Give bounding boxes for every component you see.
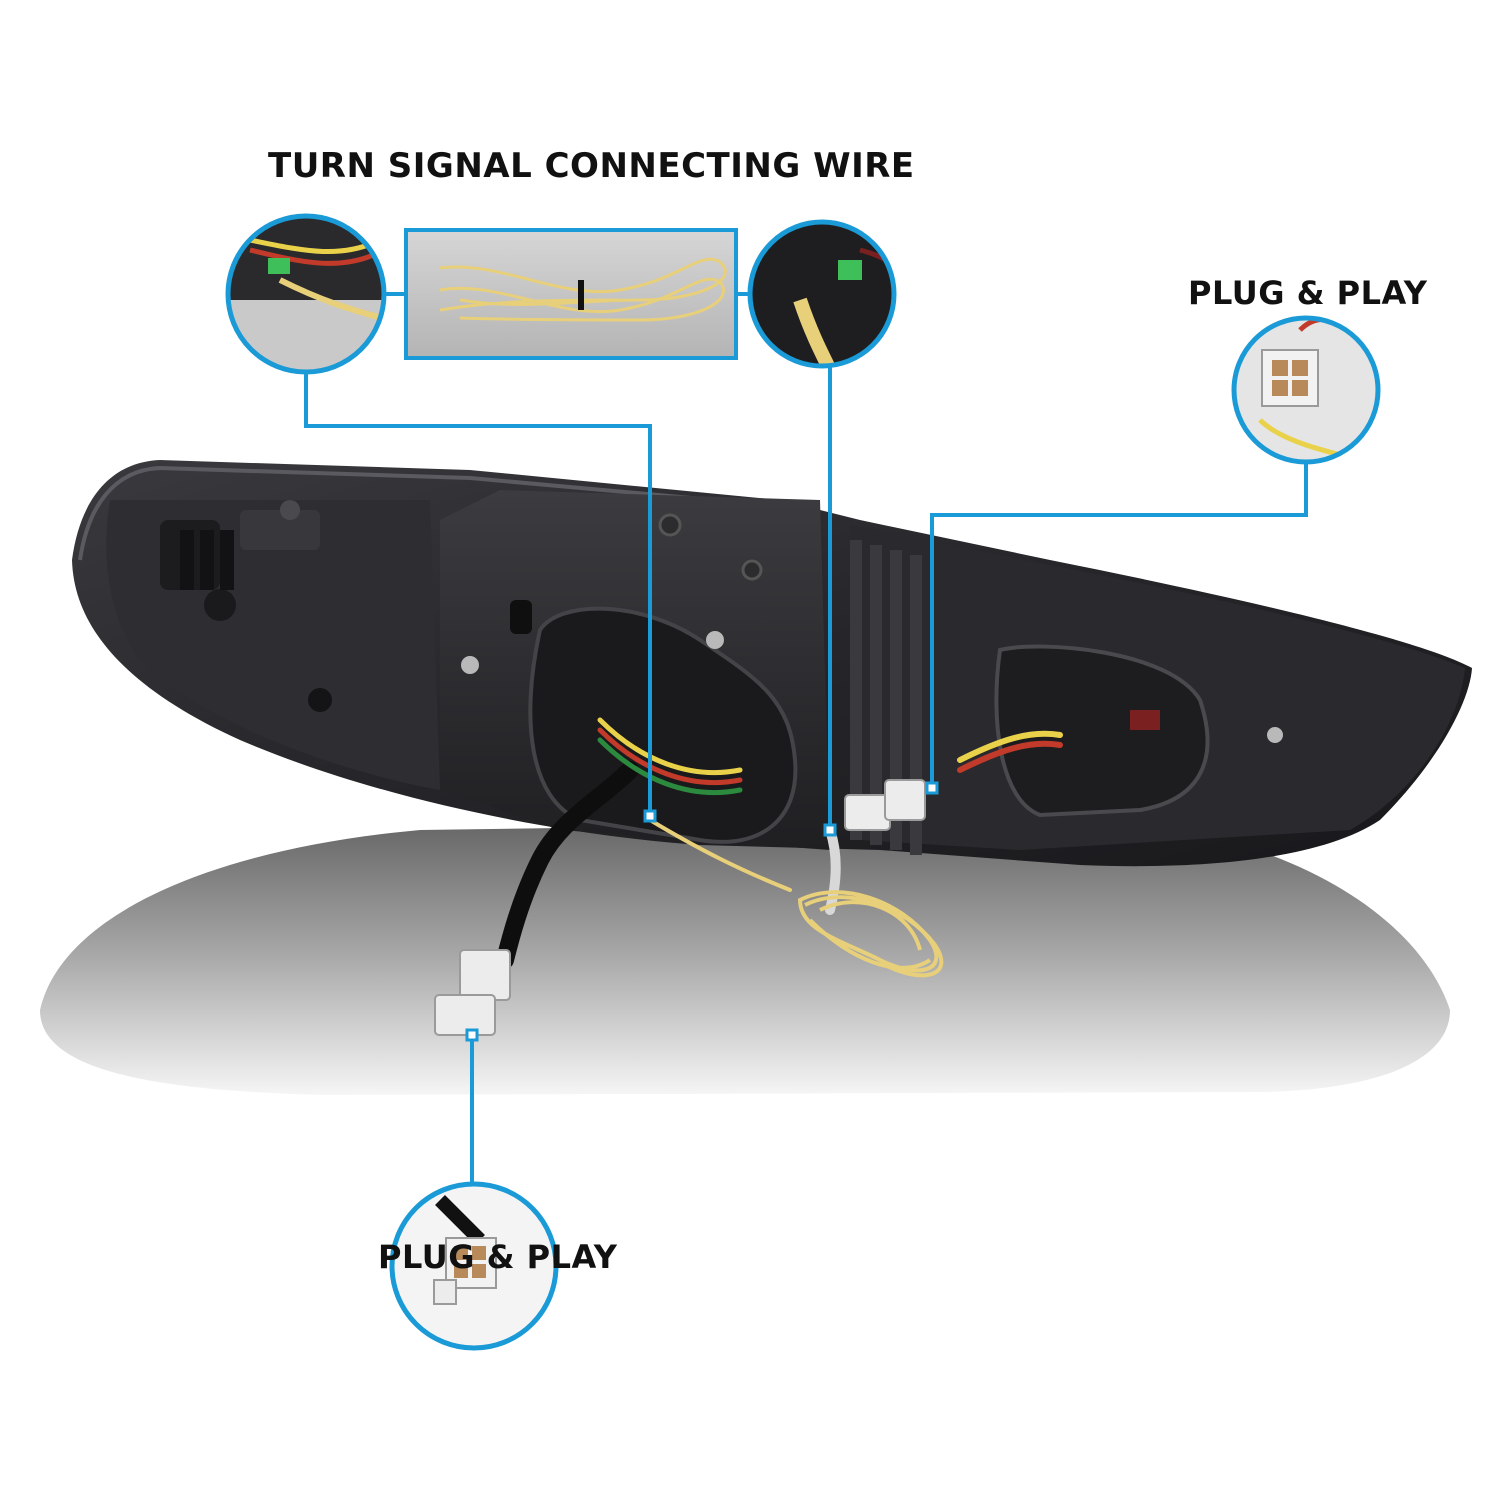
coiled-wire: [797, 890, 944, 978]
wire-product-box: [404, 228, 738, 360]
turn-signal-label: TURN SIGNAL CONNECTING WIRE: [268, 146, 915, 186]
detail-circle-turn-left: [225, 213, 387, 375]
plug-play-label-right: PLUG & PLAY: [1188, 274, 1428, 312]
ribbed-strip: [850, 540, 922, 855]
floor-shadow: [40, 820, 1450, 1095]
callout-anchors: [465, 781, 939, 1042]
detail-circle-plug-bottom: [389, 1181, 559, 1351]
detail-circle-plug-right: [1231, 315, 1381, 465]
detail-circle-turn-right: [747, 219, 897, 369]
connector-bottom: [434, 949, 511, 1036]
connector-right: [844, 779, 926, 831]
plug-play-label-bottom: PLUG & PLAY: [378, 1238, 618, 1276]
housing-rim: [78, 465, 781, 561]
